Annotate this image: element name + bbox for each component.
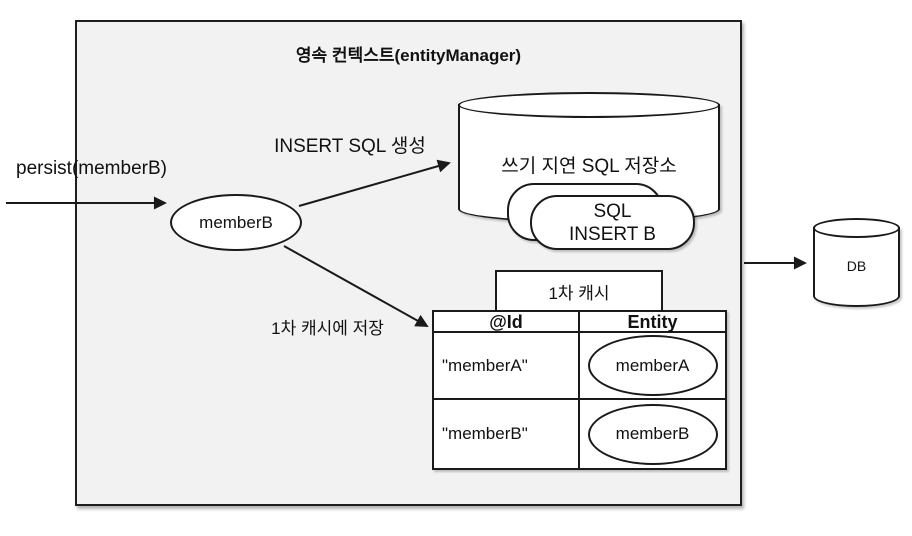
sql-card-line1: SQL <box>593 200 632 222</box>
db-label: DB <box>846 258 867 274</box>
save-to-cache-label: 1차 캐시에 저장 <box>271 319 384 338</box>
first-cache-title-box: 1차 캐시 <box>495 270 663 312</box>
persistence-context-title: 영속 컨텍스트(entityManager) <box>295 46 522 65</box>
entity-memberb-cell-label: memberB <box>615 424 690 443</box>
cache-row-entity: memberB <box>580 400 725 468</box>
insert-sql-label: INSERT SQL 생성 <box>274 136 426 157</box>
sql-card-line2: INSERT B <box>569 223 656 245</box>
entity-memberb-cell-ellipse: memberB <box>587 403 718 465</box>
sql-card-front: SQL INSERT B <box>530 195 695 250</box>
cache-col-header-id: @Id <box>434 312 580 333</box>
sql-store-cylinder-top <box>458 92 720 118</box>
entity-memberb-ellipse: memberB <box>170 194 302 251</box>
first-cache-title: 1차 캐시 <box>548 283 610 303</box>
entity-memberb-label: memberB <box>199 212 273 232</box>
db-cylinder-top <box>813 218 900 238</box>
sql-store-title: 쓰기 지연 SQL 저장소 <box>501 156 677 177</box>
persist-call-label: persist(memberB) <box>16 158 167 179</box>
cache-row-entity: memberA <box>580 333 725 400</box>
first-cache-table: @Id Entity "memberA" memberA "memberB" m… <box>432 310 727 470</box>
cache-row-id: "memberA" <box>434 333 580 400</box>
entity-membera-cell-ellipse: memberA <box>587 335 718 396</box>
cache-col-header-entity: Entity <box>580 312 725 333</box>
cache-row-id: "memberB" <box>434 400 580 468</box>
db-cylinder: DB <box>813 227 900 307</box>
entity-membera-cell-label: memberA <box>615 355 690 375</box>
